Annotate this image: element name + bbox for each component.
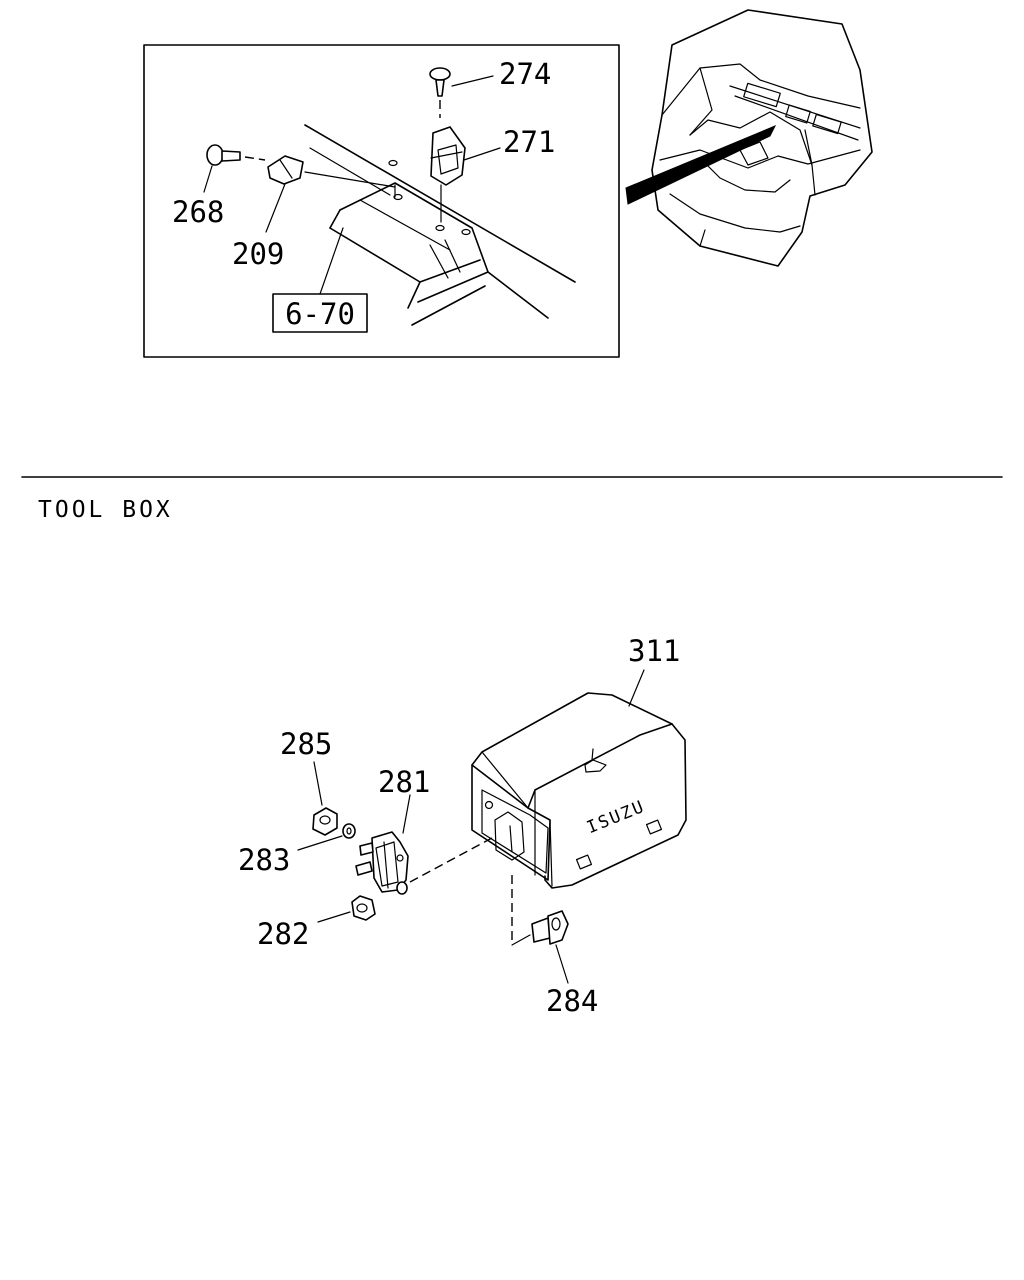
label-271: 271 bbox=[503, 125, 555, 159]
label-268: 268 bbox=[172, 195, 224, 229]
clipnut-209-part bbox=[265, 155, 396, 233]
label-285: 285 bbox=[280, 727, 332, 761]
detail-inset-frame bbox=[143, 44, 620, 358]
bolt-284-part bbox=[511, 875, 569, 984]
bracket-281-part bbox=[355, 794, 411, 893]
tool-box-group: ISUZU bbox=[471, 669, 687, 889]
detail-inset-group: 6-70 274 271 268 209 bbox=[143, 44, 620, 358]
body-panel-lines bbox=[304, 124, 576, 326]
label-282: 282 bbox=[257, 917, 309, 951]
reference-box-group: 6-70 bbox=[272, 227, 368, 333]
label-284: 284 bbox=[546, 984, 598, 1018]
box-logo-text: ISUZU bbox=[584, 797, 648, 838]
screw-268-part bbox=[203, 144, 266, 193]
screw-274-part bbox=[429, 67, 494, 118]
label-274: 274 bbox=[499, 57, 551, 91]
bracket-to-box-dashed bbox=[409, 837, 493, 883]
bolt-282-part bbox=[317, 881, 408, 923]
section-title: TOOL BOX bbox=[38, 497, 173, 523]
cab-overview-group bbox=[651, 9, 873, 267]
callout-pointer bbox=[625, 125, 777, 205]
clip-271-part bbox=[430, 126, 501, 223]
reference-box-label: 6-70 bbox=[285, 297, 355, 331]
label-209: 209 bbox=[232, 237, 284, 271]
label-311: 311 bbox=[628, 634, 680, 668]
reference-box-frame bbox=[272, 293, 368, 333]
washer-283-part bbox=[297, 823, 356, 851]
nut-285-part bbox=[312, 761, 338, 836]
label-283: 283 bbox=[238, 843, 290, 877]
label-281: 281 bbox=[378, 765, 430, 799]
